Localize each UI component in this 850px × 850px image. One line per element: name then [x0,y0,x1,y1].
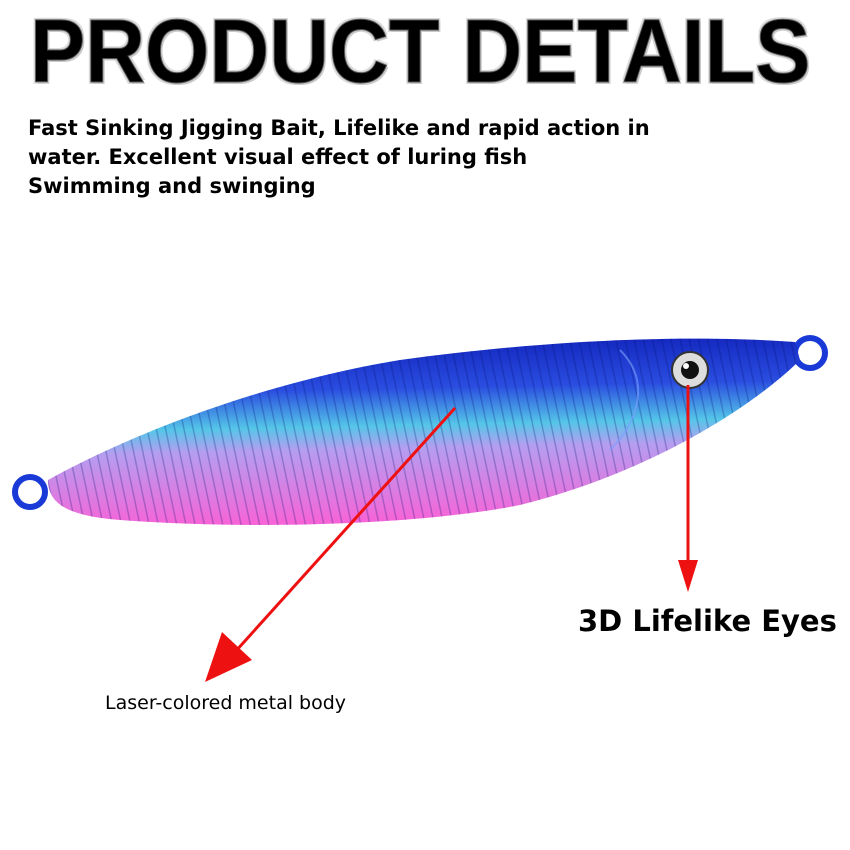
lure-eye [671,351,709,389]
description-line: Fast Sinking Jigging Bait, Lifelike and … [28,116,650,140]
page-title: PRODUCT DETAILS [30,2,811,103]
rear-eyelet [12,474,48,510]
description-line: water. Excellent visual effect of luring… [28,145,528,169]
product-description: Fast Sinking Jigging Bait, Lifelike and … [28,114,788,201]
body-arrow [205,406,457,682]
lure [12,335,828,525]
eyes-callout: 3D Lifelike Eyes [578,604,837,638]
front-eyelet [792,335,828,371]
lure-gill [609,349,640,451]
description-line: Swimming and swinging [28,174,316,198]
body-callout: Laser-colored metal body [105,692,347,714]
lure-scales [48,338,800,525]
eyes-arrow [678,385,698,592]
